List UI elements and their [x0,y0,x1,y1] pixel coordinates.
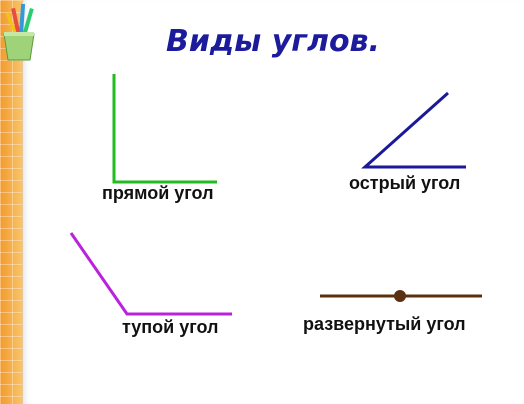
acute-angle-label: острый угол [349,173,461,193]
slide-title: Виды углов. [166,24,380,59]
acute-angle-shape [361,91,466,169]
decorative-grid-strip [0,0,22,404]
obtuse-angle-label: тупой угол [122,317,219,337]
straight-angle-vertex [394,290,406,302]
slide-panel [22,0,524,404]
pencil-cup-icon [3,3,35,61]
straight-angle-label: развернутый угол [303,314,466,334]
obtuse-angle-shape [69,232,232,316]
right-angle-shape [112,74,217,184]
right-angle-label: прямой угол [102,183,214,203]
